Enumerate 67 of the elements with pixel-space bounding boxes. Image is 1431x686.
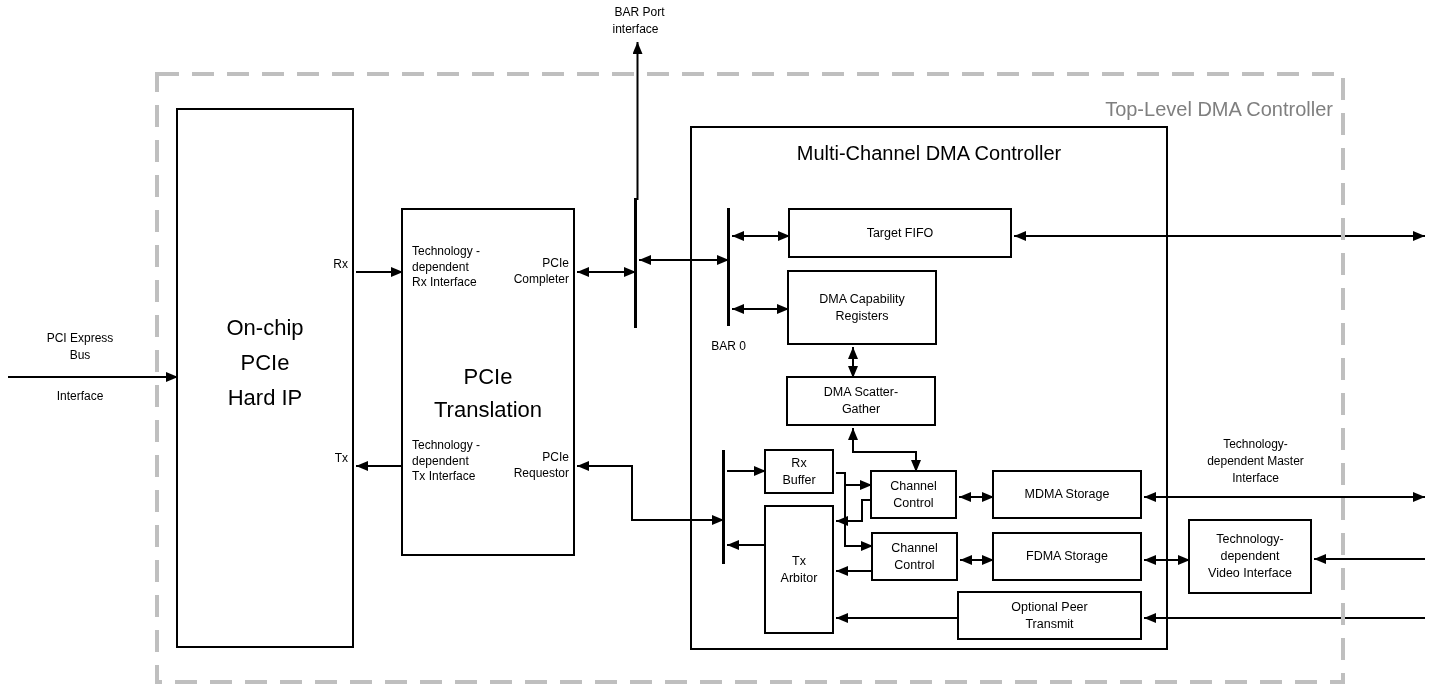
port-label: PCIe Completer [512,256,569,288]
block-title: MDMA Storage [1023,486,1111,503]
port-label: PCIe Requestor [512,450,569,482]
arrow [959,555,995,565]
arrow [848,427,921,473]
arrow [638,255,730,265]
block-title: DMA Capability Registers [818,290,906,325]
arrow [731,304,790,314]
arrow [1013,231,1426,241]
block-title: Rx Buffer [781,454,817,489]
arrow [848,346,858,379]
block-title: FDMA Storage [1025,548,1109,565]
process-box [957,591,1142,640]
interface-label: PCI Express Bus [45,330,115,364]
process-box [764,505,834,634]
arrow [835,499,873,526]
process-box [992,532,1142,581]
bus-bar [634,198,637,328]
port-label: Tx [334,450,348,467]
arrow [1143,555,1191,565]
arrow [576,267,637,277]
arrow [576,461,725,525]
port-label: Rx [333,256,348,273]
block-title: Channel Control [889,477,938,512]
block-title: Multi-Channel DMA Controller [795,141,1063,166]
arrow [7,372,179,382]
arrow [958,492,995,502]
block-title: Technology-dependent Video Interface [1207,531,1293,582]
arrow [835,566,874,576]
arrow [726,540,767,550]
port-label: Technology -dependent Tx Interface [412,438,482,485]
process-box [786,376,936,426]
block-title: BAR Port interface [611,5,665,36]
arrow [726,466,767,476]
process-box [871,532,958,581]
block-title: DMA Scatter-Gather [822,384,900,418]
process-box [788,208,1012,258]
block-title: Tx Arbitor [779,552,819,587]
block-title: Target FIFO [865,224,935,242]
process-box [992,470,1142,519]
arrow [632,41,643,201]
block-box [690,126,1168,650]
block-title: Top-Level DMA Controller [1105,98,1333,121]
dashed-boundary [155,72,1345,684]
arrow [1143,613,1426,623]
interface-label: Interface [55,388,105,405]
arrow [731,231,791,241]
bus-bar [722,450,725,564]
arrow [1313,554,1426,564]
arrow [1143,492,1426,502]
process-box [1188,519,1312,594]
port-label: Technology -dependent Rx Interface [412,244,482,291]
arrow [835,472,874,551]
arrow [355,461,404,471]
edge-label: Technology-dependent Master Interface [1206,436,1305,487]
arrow [355,267,404,277]
process-box [764,449,834,494]
block-title: Channel Control [890,539,939,574]
block-title: On-chip PCIe Hard IP [225,314,305,413]
process-box [870,470,957,519]
arrow [835,613,960,623]
bus-label: BAR 0 [710,338,747,355]
block-box [401,208,575,556]
block-title: Optional Peer Transmit [1010,598,1089,633]
block-box [176,108,354,648]
process-box [787,270,937,345]
block-title: PCIe Translation [433,363,543,424]
